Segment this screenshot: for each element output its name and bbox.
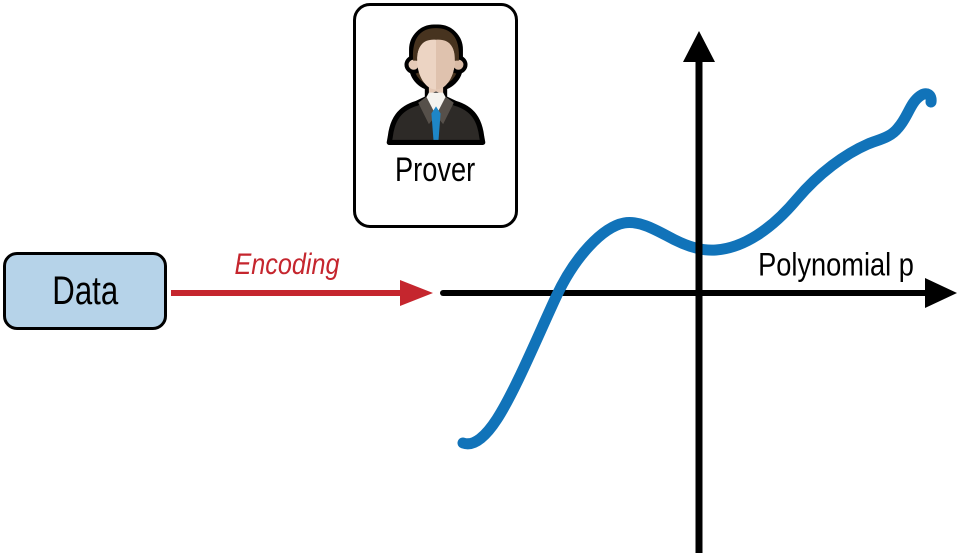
x-axis-label: Polynomial p (758, 246, 914, 283)
encoding-arrow-arrowhead-icon (400, 280, 433, 306)
businessman-avatar-icon (386, 24, 485, 145)
x-axis-arrowhead-icon (925, 278, 957, 308)
avatar-lapel-right (435, 96, 454, 125)
polynomial-curve (457, 88, 937, 450)
prover-card: Prover (353, 3, 518, 228)
y-axis-arrowhead-icon (683, 31, 715, 62)
prover-card-label: Prover (395, 151, 476, 189)
data-box-label: Data (52, 269, 118, 313)
data-box: Data (3, 252, 167, 330)
avatar-shirt (425, 92, 446, 116)
avatar-hair (412, 28, 459, 61)
encoding-arrow-label: Encoding (234, 248, 340, 281)
avatar-lapel-left (417, 96, 436, 125)
avatar-face-shade (435, 38, 455, 90)
avatar-tie (430, 106, 441, 140)
